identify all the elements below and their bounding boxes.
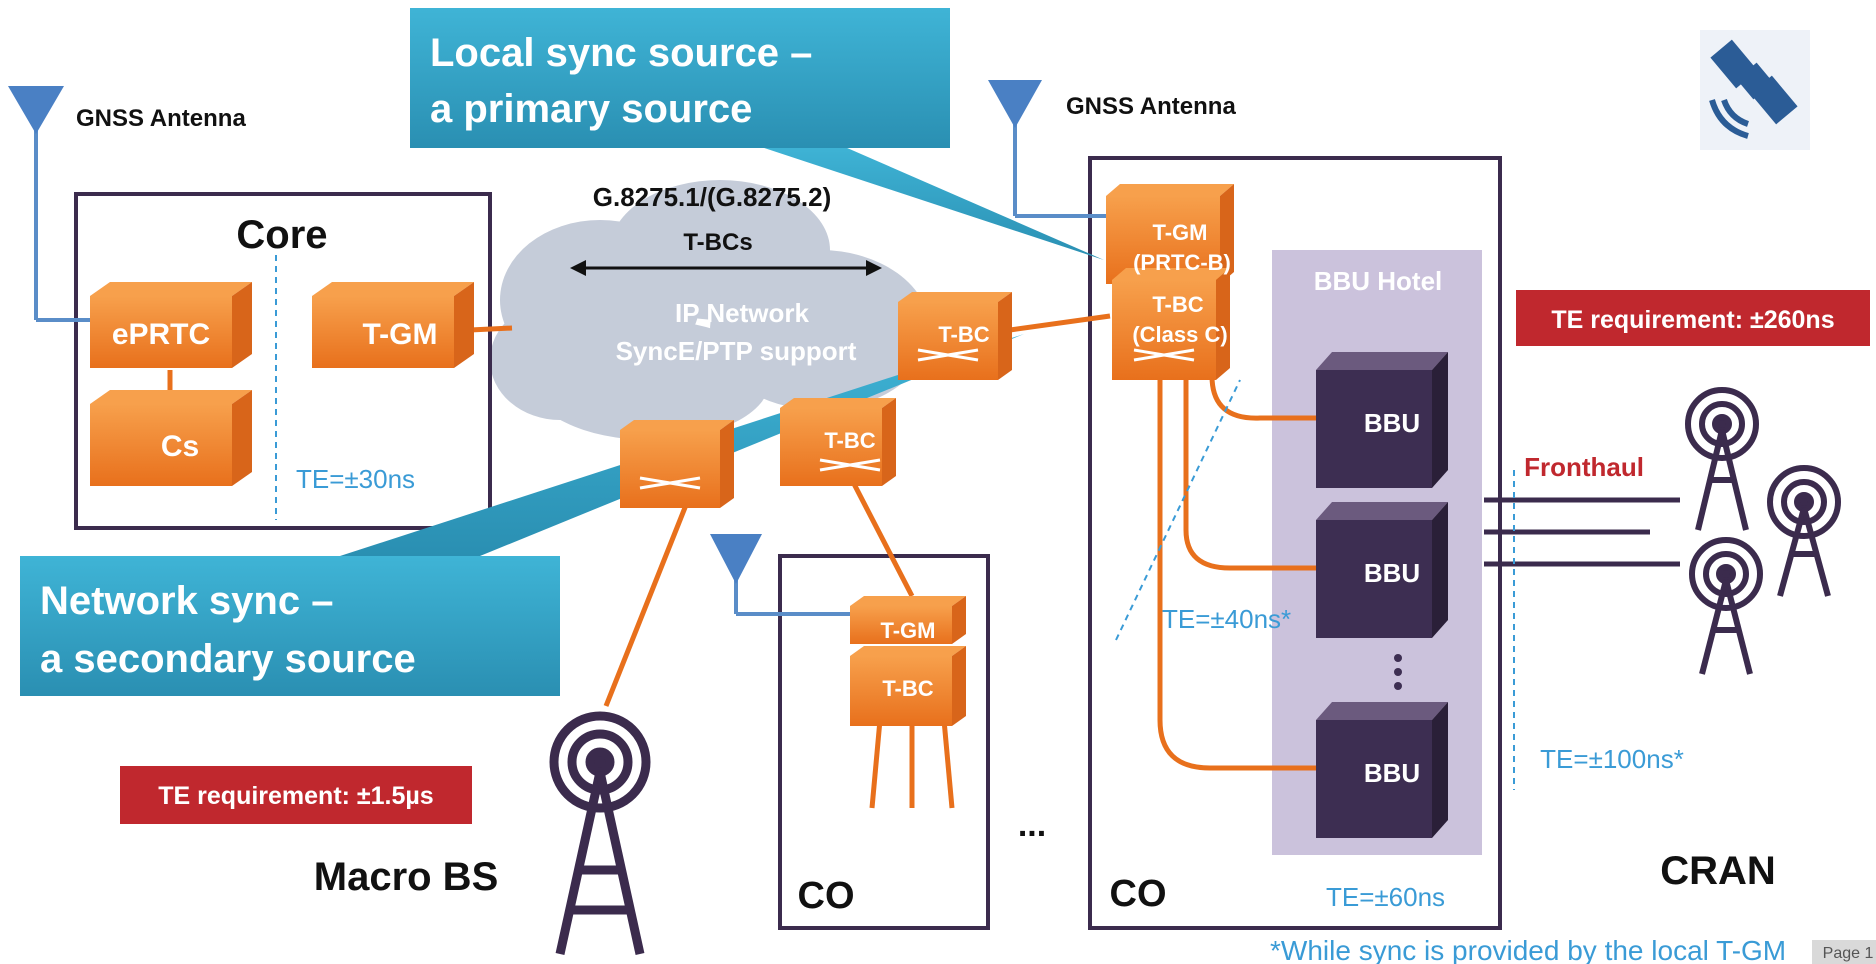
macro-requirement-banner xyxy=(120,766,472,824)
classc-label-line1: T-BC xyxy=(1152,292,1203,317)
tgm-co-small-box xyxy=(850,596,966,644)
cran-requirement-banner xyxy=(1516,290,1870,346)
te100-label: TE=±100ns* xyxy=(1540,744,1684,774)
tbcs-arrow xyxy=(570,260,882,276)
network-sync-line2: a secondary source xyxy=(40,637,416,681)
classc-label-line2: (Class C) xyxy=(1132,322,1227,347)
macro-requirement-text: TE requirement: ±1.5µs xyxy=(158,782,433,810)
satellite-icon xyxy=(1700,30,1810,150)
page-tab xyxy=(1812,940,1876,964)
bbu-cube-1 xyxy=(1316,352,1448,488)
tbc-left-box xyxy=(620,420,734,508)
local-sync-line1: Local sync source – xyxy=(430,31,812,75)
gnss-antenna-right-icon xyxy=(988,80,1110,218)
co-right-title: CO xyxy=(1110,873,1167,915)
macro-bs-label: Macro BS xyxy=(314,855,499,899)
tbc-mid-label: T-BC xyxy=(824,428,875,453)
gnss-label-right: GNSS Antenna xyxy=(1066,93,1236,120)
ellipsis: ... xyxy=(1018,806,1046,844)
tgm-core-label: T-GM xyxy=(363,318,438,351)
cran-tower-icon-1 xyxy=(1685,387,1759,531)
te60-label: TE=±60ns xyxy=(1326,882,1445,912)
co-small-tbc-label: T-BC xyxy=(882,676,933,701)
bbu-cube-3 xyxy=(1316,702,1448,838)
te40-label: TE=±40ns* xyxy=(1162,604,1291,634)
co-small-title: CO xyxy=(798,875,855,917)
tbc-mid-box xyxy=(780,398,896,486)
orange-links xyxy=(167,313,1318,809)
tgm-core-box xyxy=(312,282,474,368)
bbu-label-2: BBU xyxy=(1364,558,1420,588)
bbu-label-1: BBU xyxy=(1364,408,1420,438)
tbc-co-small-box xyxy=(850,646,966,726)
cran-requirement-text: TE requirement: ±260ns xyxy=(1551,306,1834,334)
fronthaul-label: Fronthaul xyxy=(1524,452,1644,482)
bbu-hotel-label: BBU Hotel xyxy=(1314,266,1443,296)
core-te-label: TE=±30ns xyxy=(296,464,415,494)
cran-label: CRAN xyxy=(1660,849,1776,893)
co-right-box xyxy=(1088,156,1502,930)
profile-label: G.8275.1/(G.8275.2) xyxy=(593,182,831,212)
co-small-box xyxy=(778,554,990,930)
footnote: *While sync is provided by the local T-G… xyxy=(1270,935,1786,964)
network-sync-line1: Network sync – xyxy=(40,579,333,623)
eprtc-label: ePRTC xyxy=(112,318,210,351)
cran-tower-icon-3 xyxy=(1689,537,1763,675)
eprtc-box xyxy=(90,282,252,368)
switch-icon xyxy=(639,348,1195,490)
cloud-label-line2: SyncE/PTP support xyxy=(616,336,857,366)
gnss-antenna-left-icon xyxy=(8,86,94,322)
local-sync-callout xyxy=(410,8,1104,260)
bbu-dots xyxy=(1394,654,1402,690)
core-title: Core xyxy=(236,213,327,257)
page-label: Page 1 xyxy=(1823,945,1874,962)
bbu-cube-2 xyxy=(1316,502,1448,638)
tbcs-label: T-BCs xyxy=(683,229,752,256)
macro-bs-tower-icon xyxy=(549,711,651,955)
te40-divider xyxy=(1115,379,1241,641)
tbc-right-box xyxy=(898,292,1012,380)
tbc-classc-box xyxy=(1112,268,1230,380)
prtcb-label-line2: (PRTC-B) xyxy=(1133,250,1231,275)
cs-label: Cs xyxy=(161,430,199,463)
prtcb-label-line1: T-GM xyxy=(1153,220,1208,245)
tbc-right-label: T-BC xyxy=(938,322,989,347)
core-box xyxy=(74,192,492,530)
fronthaul-lines xyxy=(1484,497,1680,567)
bbu-label-3: BBU xyxy=(1364,758,1420,788)
ip-network-cloud xyxy=(490,180,930,440)
co-small-tgm-label: T-GM xyxy=(881,618,936,643)
gnss-label-left: GNSS Antenna xyxy=(76,105,246,132)
cloud-label-line1: IP Network xyxy=(675,298,809,328)
cs-box xyxy=(90,390,252,486)
gnss-antenna-co-icon xyxy=(710,534,850,616)
local-sync-line2: a primary source xyxy=(430,87,752,131)
cran-tower-icon-2 xyxy=(1767,465,1841,597)
